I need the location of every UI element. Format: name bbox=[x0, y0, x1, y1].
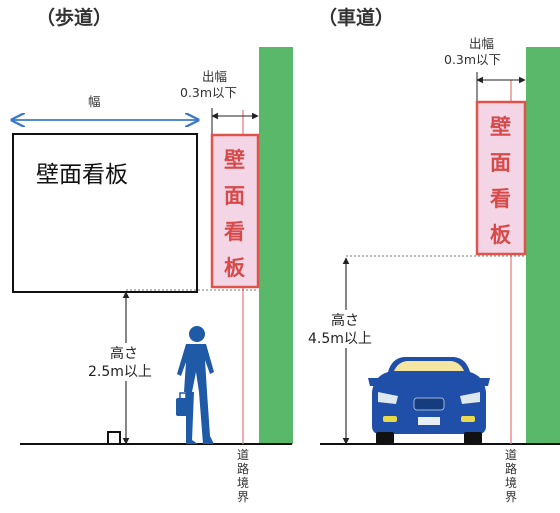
roadway-panel: （車道） 出幅 0.3m以下 壁 面 看 板 高さ 4.5m以上 bbox=[302, 6, 560, 504]
road-boundary-char: 道 bbox=[505, 448, 517, 462]
car-illustration bbox=[368, 357, 490, 444]
road-boundary-char: 路 bbox=[237, 461, 249, 476]
height-label-bg bbox=[80, 343, 174, 381]
curb-step bbox=[107, 431, 121, 444]
overhang-label-bottom: 0.3m以下 bbox=[444, 52, 501, 67]
sign-char: 板 bbox=[224, 256, 246, 280]
wall-signboard-label: 壁面看板 bbox=[36, 162, 128, 188]
road-boundary-char: 道 bbox=[237, 448, 249, 462]
overhang-label-top: 出幅 bbox=[469, 36, 494, 51]
overhang-label-top: 出幅 bbox=[202, 69, 227, 84]
road-boundary-char: 境 bbox=[237, 475, 249, 490]
building-wall bbox=[526, 47, 560, 444]
sign-char: 壁 bbox=[490, 115, 511, 139]
projecting-sign bbox=[475, 100, 527, 256]
sign-char: 看 bbox=[224, 220, 245, 244]
sign-char: 面 bbox=[490, 151, 511, 175]
projecting-sign bbox=[210, 133, 260, 289]
pedestrian-figure bbox=[176, 326, 214, 444]
building-wall bbox=[259, 47, 293, 444]
sign-char: 面 bbox=[224, 184, 245, 208]
width-label: 幅 bbox=[88, 94, 101, 109]
sidewalk-panel: （歩道） 幅 壁面看板 出幅 0.3m以下 壁 面 看 板 高さ 2.5m以上 bbox=[12, 6, 293, 504]
overhang-label-bottom: 0.3m以下 bbox=[180, 85, 237, 100]
height-label-top: 高さ bbox=[331, 312, 359, 329]
wall-signboard bbox=[12, 133, 198, 293]
road-boundary-char: 界 bbox=[237, 490, 249, 504]
roadway-heading: （車道） bbox=[318, 6, 394, 29]
road-boundary-char: 路 bbox=[505, 461, 517, 476]
sidewalk-heading: （歩道） bbox=[36, 6, 112, 29]
height-label-bg bbox=[302, 310, 394, 348]
sign-char: 看 bbox=[490, 187, 511, 211]
road-boundary-char: 界 bbox=[505, 490, 517, 504]
sign-char: 壁 bbox=[224, 148, 245, 172]
road-boundary-char: 境 bbox=[505, 475, 517, 490]
height-label-bottom: 2.5m以上 bbox=[88, 364, 152, 380]
height-label-bottom: 4.5m以上 bbox=[308, 331, 372, 347]
height-label-top: 高さ bbox=[110, 345, 138, 362]
sign-char: 板 bbox=[490, 223, 512, 247]
